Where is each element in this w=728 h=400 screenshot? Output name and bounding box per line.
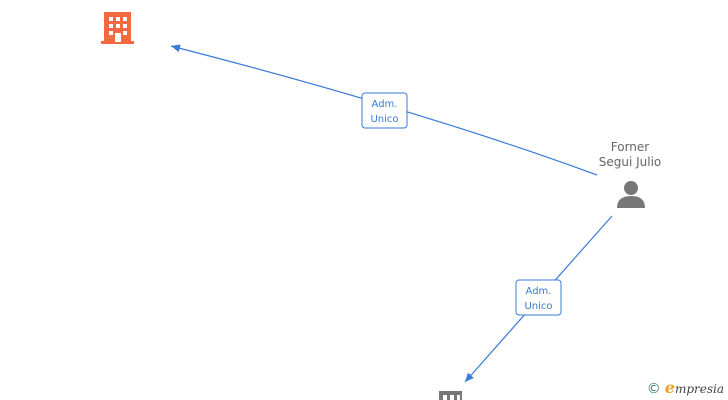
person-node[interactable]	[617, 181, 645, 208]
edge-label-bottom-box	[515, 279, 562, 316]
person-name-line1: Forner	[610, 140, 650, 154]
empresia-watermark: ©empresia	[647, 378, 724, 397]
company-bottom-node[interactable]	[439, 391, 462, 400]
edge-label-bottom: Adm. Unico	[515, 279, 562, 316]
building-icon	[101, 12, 134, 44]
person-icon	[617, 181, 645, 208]
edge-label-top-line1: Adm.	[372, 99, 398, 110]
edge-label-bottom-line1: Adm.	[526, 286, 552, 297]
company-top-node[interactable]	[101, 12, 134, 44]
building-icon	[439, 391, 462, 400]
edge-label-top-box	[361, 92, 408, 129]
edge-label-top: Adm. Unico	[361, 92, 408, 129]
person-name-line2: Segui Julio	[598, 155, 662, 169]
person-name-label: Forner Segui Julio	[580, 140, 680, 170]
edge-label-bottom-line2: Unico	[524, 301, 552, 312]
brand-rest: mpresia	[674, 382, 724, 396]
copyright-symbol: ©	[646, 381, 661, 397]
edge-label-top-line2: Unico	[370, 114, 398, 125]
brand-logo: empresia	[665, 378, 724, 397]
brand-initial: e	[664, 378, 675, 397]
